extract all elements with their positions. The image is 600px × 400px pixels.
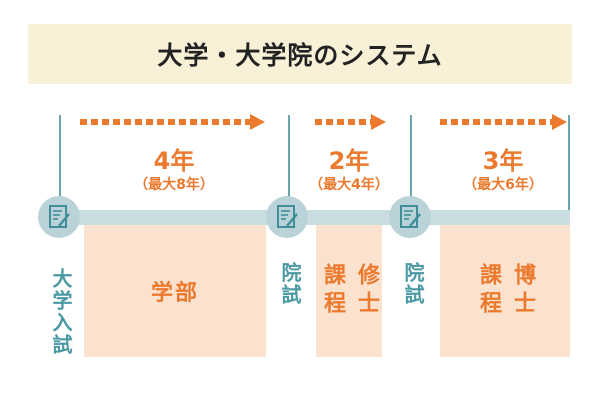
exam-label-graduate-entrance: 院試 [401,262,425,306]
duration-arrow [80,114,266,130]
stage-label: 学部 [150,281,199,306]
stage-label: 修士 課程 [320,263,379,319]
divider-line [288,115,290,210]
duration-years: 2年 [328,147,370,175]
stage-masters: 修士 課程 [316,225,382,357]
duration-max: （最大8年） [134,177,214,193]
divider-line [410,115,412,210]
title-banner: 大学・大学院のシステム [28,24,572,84]
divider-line [568,115,570,225]
exam-label-university-entrance: 大学入試 [49,268,73,356]
duration-max: （最大6年） [463,177,543,193]
duration-arrow [315,114,387,130]
page-title: 大学・大学院のシステム [157,41,443,70]
timeline-bar [60,210,570,225]
exam-paper-icon [389,196,431,238]
duration-years: 4年 [153,147,195,175]
duration-arrow [440,114,568,130]
divider-line [59,115,61,210]
stage-undergraduate: 学部 [84,225,266,357]
stage-doctoral: 博士 課程 [440,225,570,357]
exam-paper-icon [266,196,308,238]
duration-years: 3年 [482,147,524,175]
exam-paper-icon [38,196,80,238]
stage-label: 博士 課程 [476,263,535,319]
duration-max: （最大4年） [309,177,389,193]
exam-label-graduate-entrance: 院試 [278,262,302,306]
